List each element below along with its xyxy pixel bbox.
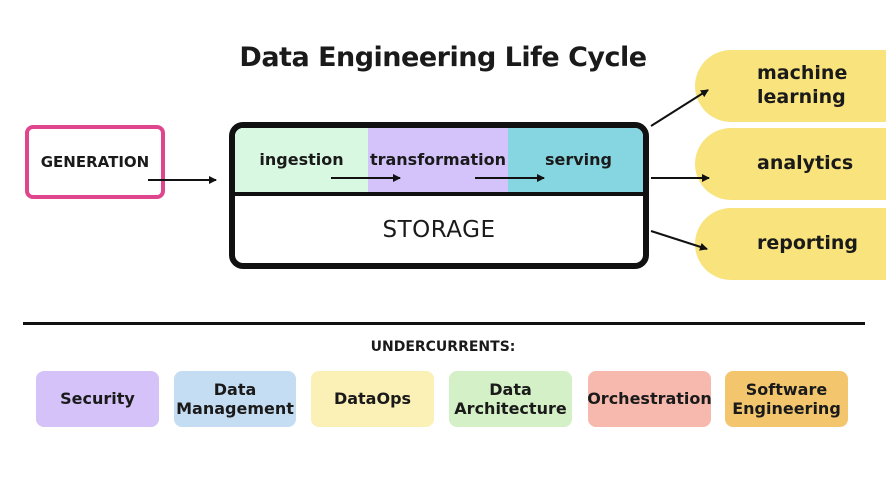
undercurrent-security: Security bbox=[36, 371, 159, 427]
undercurrent-orchestration: Orchestration bbox=[587, 371, 712, 427]
storage-label: STORAGE bbox=[382, 216, 496, 243]
undercurrent-data-management: Data Management bbox=[174, 371, 296, 427]
stage-transformation: transformation bbox=[368, 128, 508, 192]
generation-label: GENERATION bbox=[40, 153, 150, 171]
output-reporting: reporting bbox=[695, 208, 886, 280]
undercurrent-dataops-line1: DataOps bbox=[333, 389, 412, 409]
undercurrent-software-engineering-line1: Software bbox=[745, 379, 828, 399]
arrow-to-machine-learning bbox=[650, 89, 709, 127]
stage-ingestion: ingestion bbox=[235, 128, 368, 192]
undercurrent-dataops: DataOps bbox=[311, 371, 434, 427]
output-reporting-label: reporting bbox=[757, 232, 859, 255]
undercurrent-security-line1: Security bbox=[60, 389, 135, 409]
undercurrent-software-engineering-line2: Engineering bbox=[732, 399, 841, 418]
undercurrent-orchestration-line1: Orchestration bbox=[587, 389, 712, 409]
stage-ingestion-label: ingestion bbox=[259, 150, 344, 169]
undercurrent-data-architecture-line2: Architecture bbox=[454, 399, 567, 418]
output-ml-line2: learning bbox=[757, 86, 846, 108]
output-machine-learning: machine learning bbox=[695, 50, 886, 122]
undercurrent-software-engineering: Software Engineering bbox=[725, 371, 848, 427]
stage-transformation-label: transformation bbox=[369, 150, 507, 169]
section-divider bbox=[23, 322, 865, 325]
output-analytics-label: analytics bbox=[757, 152, 854, 175]
stage-serving: serving bbox=[508, 128, 643, 192]
diagram-title: Data Engineering Life Cycle bbox=[239, 42, 647, 73]
output-analytics: analytics bbox=[695, 128, 886, 200]
storage-section: STORAGE bbox=[235, 196, 643, 263]
stage-serving-label: serving bbox=[544, 150, 613, 169]
pipeline-divider bbox=[235, 192, 643, 196]
undercurrent-data-management-line1: Data bbox=[213, 379, 257, 399]
output-ml-line1: machine bbox=[757, 62, 848, 85]
undercurrent-data-architecture-line1: Data bbox=[489, 379, 532, 399]
undercurrents-title: UNDERCURRENTS: bbox=[370, 339, 516, 355]
undercurrent-data-management-line2: Management bbox=[176, 399, 294, 418]
undercurrent-data-architecture: Data Architecture bbox=[449, 371, 572, 427]
generation-box: GENERATION bbox=[25, 125, 165, 199]
arrow-to-reporting bbox=[650, 230, 708, 251]
pipeline-box: ingestion transformation serving STORAGE bbox=[229, 122, 649, 269]
